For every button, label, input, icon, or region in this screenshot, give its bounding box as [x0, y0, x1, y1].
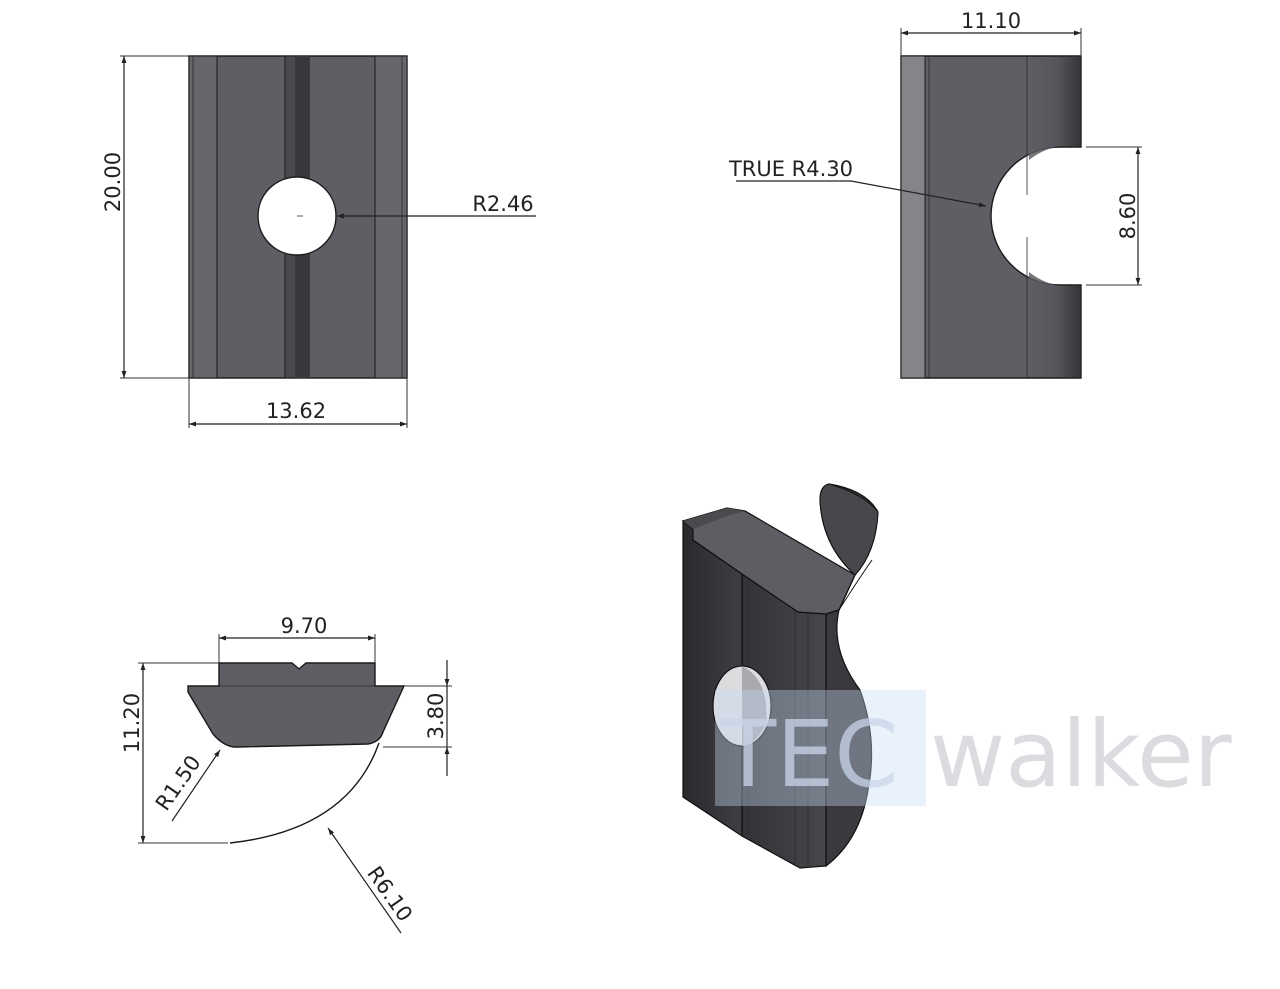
end-view: 9.70 11.20 3.80 R1.50 R6.10 [120, 614, 452, 934]
dim-front-width: 13.62 [266, 399, 326, 423]
dim-side-slot: 8.60 [1116, 193, 1140, 240]
dim-end-height: 11.20 [120, 693, 144, 753]
dim-side-true-radius: TRUE R4.30 [728, 157, 853, 181]
watermark-brand-part2: walker [930, 701, 1232, 808]
dim-side-width: 11.10 [961, 9, 1021, 33]
side-view-spring-shade [1029, 57, 1080, 160]
dim-end-lip: 3.80 [424, 693, 448, 740]
end-view-body [187, 662, 406, 748]
dim-front-hole-radius: R2.46 [472, 192, 533, 216]
side-view-light-edge [900, 55, 926, 379]
watermark: TEC walker [715, 690, 1232, 808]
front-view: 20.00 13.62 R2.46 [101, 55, 536, 428]
isometric-view [681, 483, 879, 869]
side-view: 11.10 8.60 TRUE R4.30 [728, 9, 1142, 379]
end-view-spring-arc [229, 742, 380, 844]
dim-end-top-width: 9.70 [281, 614, 328, 638]
dim-front-height: 20.00 [101, 152, 125, 212]
watermark-brand-part1: TEC [719, 701, 899, 808]
watermark-box [715, 690, 926, 806]
front-view-left-edge [188, 55, 218, 379]
